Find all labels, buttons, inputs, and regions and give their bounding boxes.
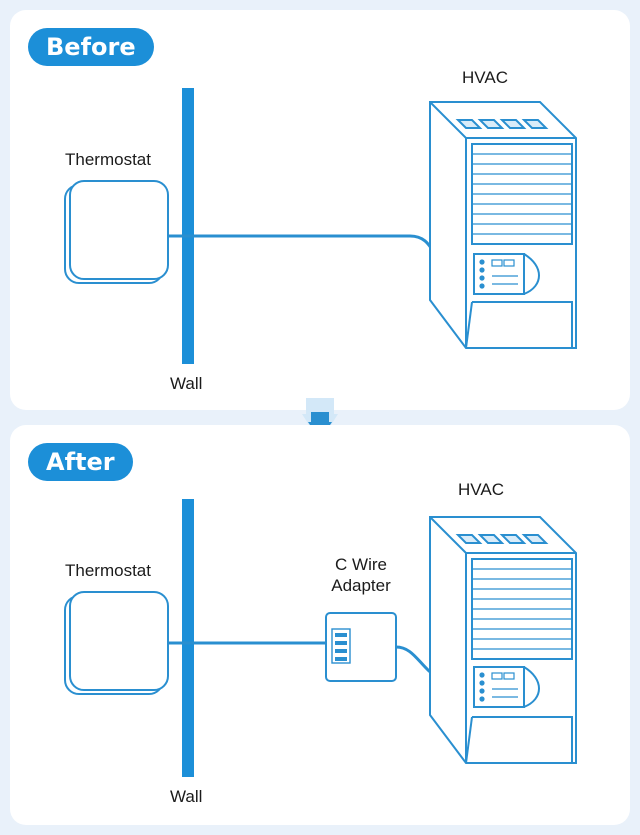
hvac-label: HVAC bbox=[458, 480, 504, 499]
adapter-label-line1: C Wire bbox=[335, 555, 387, 574]
c-wire-adapter-icon bbox=[325, 612, 397, 682]
thermostat-label: Thermostat bbox=[65, 561, 151, 580]
hvac-unit-icon bbox=[429, 516, 577, 764]
wall-label: Wall bbox=[170, 787, 203, 806]
thermostat-label: Thermostat bbox=[65, 150, 151, 169]
wall bbox=[182, 88, 194, 364]
wall-label: Wall bbox=[170, 374, 203, 393]
after-badge: After bbox=[28, 443, 133, 481]
before-badge: Before bbox=[28, 28, 154, 66]
wall bbox=[182, 499, 194, 777]
before-panel: Before bbox=[10, 10, 630, 410]
after-panel: After bbox=[10, 425, 630, 825]
wire bbox=[168, 234, 473, 276]
thermostat-icon bbox=[64, 180, 169, 284]
before-diagram bbox=[64, 88, 577, 364]
adapter-label-line2: Adapter bbox=[331, 576, 391, 595]
hvac-label: HVAC bbox=[462, 68, 508, 87]
hvac-unit-icon bbox=[429, 101, 577, 349]
thermostat-icon bbox=[64, 591, 169, 695]
after-diagram bbox=[64, 499, 577, 777]
